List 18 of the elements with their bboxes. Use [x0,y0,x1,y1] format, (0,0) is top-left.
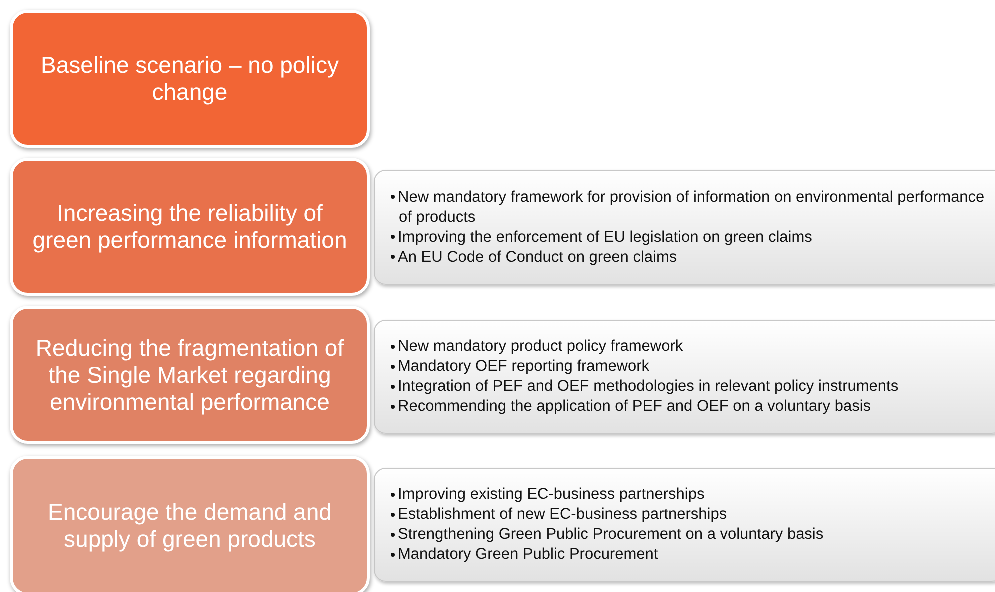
bullet-list-panel [374,320,995,434]
bullet-text: Integration of PEF and OEF methodologies in relevant policy instruments [398,378,899,395]
bullet-text: Mandatory Green Public Procurement [398,546,658,563]
bullet-list-panel [374,170,995,285]
bullet-text: New mandatory product policy framework [398,338,684,355]
bullet-list-panel [374,468,995,582]
bullet-text: Establishment of new EC-business partnerships [398,506,728,523]
bullet-text: Mandatory OEF reporting framework [398,358,650,375]
heading-box: Baseline scenario – no policy change [10,10,370,148]
heading-box: Reducing the fragmentation of the Single Market regarding environmental performance [10,306,370,444]
bullet-text: Improving existing EC-business partnerships [398,486,705,503]
bullet-text: Recommending the application of PEF and OEF on a voluntary basis [398,398,872,415]
bullet-text: Strengthening Green Public Procurement on a voluntary basis [398,526,824,543]
bullet-text: New mandatory framework for provision of information on environmental performance of products [398,188,985,226]
heading-box: Encourage the demand and supply of green products [10,456,370,592]
bullet-text: An EU Code of Conduct on green claims [398,248,678,266]
bullet-text: Improving the enforcement of EU legislation on green claims [398,228,812,246]
heading-box: Increasing the reliability of green performance information [10,158,370,296]
